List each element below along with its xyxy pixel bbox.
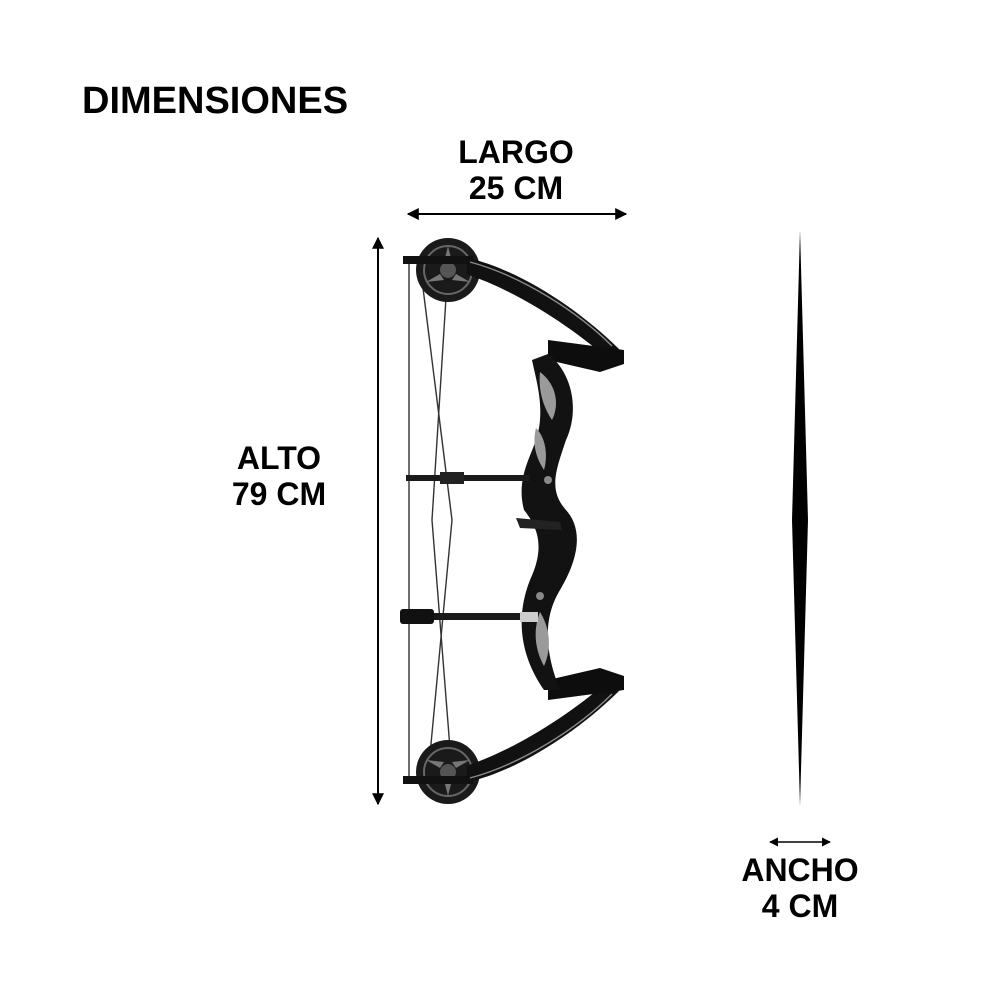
largo-label: LARGO [458, 134, 574, 170]
page-title: DIMENSIONES [82, 80, 349, 122]
ancho-value: 4 CM [761, 888, 839, 924]
ancho-label: ANCHO [741, 852, 859, 888]
alto-label: ALTO [236, 440, 322, 476]
alto-value: 79 CM [231, 476, 327, 512]
largo-label-group: LARGO 25 CM [416, 134, 616, 206]
compound-bow-illustration [400, 238, 624, 804]
lower-limb [466, 676, 620, 782]
side-profile-shape [792, 230, 808, 806]
ancho-label-group: ANCHO 4 CM [720, 852, 880, 924]
upper-limb [466, 258, 620, 364]
largo-value: 25 CM [468, 170, 564, 206]
alto-label-group: ALTO 79 CM [212, 440, 346, 512]
